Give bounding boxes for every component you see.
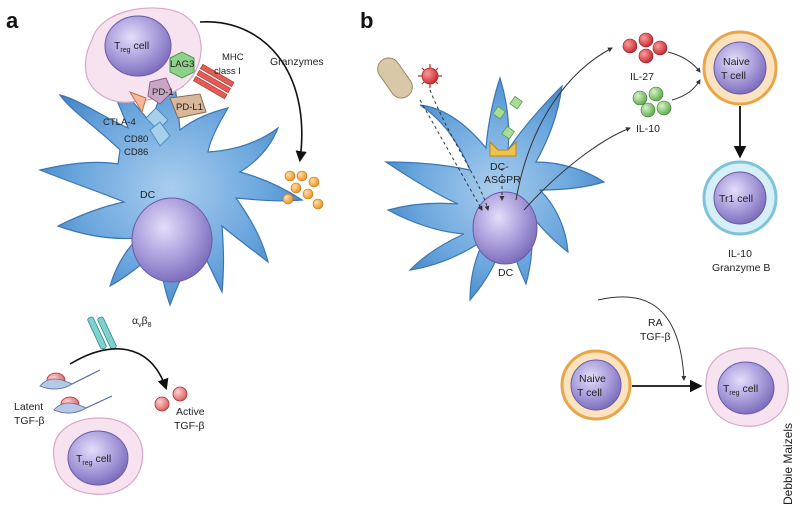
svg-text:αvβ8: αvβ8 [132,315,152,329]
treg-bottom-suffix: cell [93,453,112,465]
dc-a-label: DC [140,189,156,201]
tgfb-label: TGF-β [640,331,671,343]
ra-tgfb-arrow [597,296,687,381]
treg-right-nucleus [717,361,775,415]
pd1-receptor [147,77,173,105]
pdl1-ligand [169,93,207,119]
naive-bottom-label-2: T cell [577,387,602,399]
treg-top-nucleus [104,15,172,77]
integrin-alpha-sub: v [138,322,142,329]
integrin-beta-sub: 8 [148,322,152,329]
virus-particle [418,64,442,88]
naive-bottom-nucleus [570,359,622,411]
panel-a-letter: a [6,8,19,33]
mhc-class-i [192,63,235,100]
ctla4-receptor [128,91,147,114]
panel-b-letter: b [360,8,373,33]
treg-bottom-sub: reg [82,460,92,467]
granzymes-label: Granzymes [270,56,324,68]
svg-text:Treg cell: Treg cell [723,383,758,397]
pdl1-label: PD-L1 [176,102,203,113]
antigen-capsule [377,57,413,99]
treg-right-sub: reg [729,390,739,397]
dc-b-nucleus [472,191,538,265]
dc-b-label: DC [498,267,514,279]
integrin-beta: β [142,315,148,327]
integrin-alpha: α [132,315,138,327]
tgf-activation-arrow [69,348,169,391]
latent-label-2: TGF-β [14,415,45,427]
tr1-nucleus [713,171,767,225]
panel-a: a DC Treg cell LAG3 MHC class I PD-1 PD-… [6,7,324,495]
mhc-label-1: MHC [222,52,244,63]
integrin-avb8 [87,316,117,350]
treg-right-t: T [723,383,730,395]
treg-right-suffix: cell [740,383,759,395]
uptake-arrow-2 [429,89,490,211]
active-tgfb [154,386,188,412]
lag3-receptor [169,51,195,79]
latent-tgfb-complex [39,369,113,414]
cd80-cd86-ligand [145,107,171,147]
active-label-2: TGF-β [174,420,205,432]
tr1-output-2: Granzyme B [712,262,770,274]
il10-molecules [632,86,672,118]
tr1-label: Tr1 cell [719,193,753,205]
treg-top-suffix: cell [131,40,150,52]
cd86-label: CD86 [124,147,148,158]
dc-asgpr-label-2: ASGPR [484,174,521,186]
tr1-output-1: IL-10 [728,248,752,260]
il27-to-naive-arrow [667,51,701,73]
pd1-label: PD-1 [152,87,174,98]
il10-label: IL-10 [636,123,660,135]
green-antigens [492,95,523,140]
il10-to-naive-arrow [671,79,701,101]
treg-top-sub: reg [120,47,130,54]
naive-top-nucleus [713,41,767,95]
svg-text:Treg cell: Treg cell [114,40,149,54]
lag3-label: LAG3 [170,59,194,70]
treg-bottom-t: T [76,453,83,465]
latent-label-1: Latent [14,401,43,413]
il27-label: IL-27 [630,71,654,83]
treg-bottom-nucleus [67,430,129,486]
active-label-1: Active [176,406,205,418]
il27-molecules [622,32,668,64]
mhc-label-2: class I [214,66,241,77]
naive-bottom-label-1: Naive [579,373,606,385]
naive-top-label-1: Naive [723,56,750,68]
ctla4-label: CTLA-4 [103,117,136,128]
dc-a-nucleus [131,197,213,283]
illustrator-credit: Debbie Maizels [781,423,795,505]
ra-label: RA [648,317,663,329]
granzymes-arrow [199,21,307,163]
dc-asgpr-label-1: DC- [490,161,509,173]
dc-to-il27-arrow [515,47,613,201]
treg-top-t: T [114,40,121,52]
granzyme-granules [282,170,324,210]
naive-top-label-2: T cell [721,70,746,82]
dc-to-il10-arrow [523,127,631,211]
panel-b: b DC DC- ASGPR [360,8,789,427]
cd80-label: CD80 [124,134,148,145]
dc-asgpr-receptor [489,140,517,157]
svg-text:Treg cell: Treg cell [76,453,111,467]
